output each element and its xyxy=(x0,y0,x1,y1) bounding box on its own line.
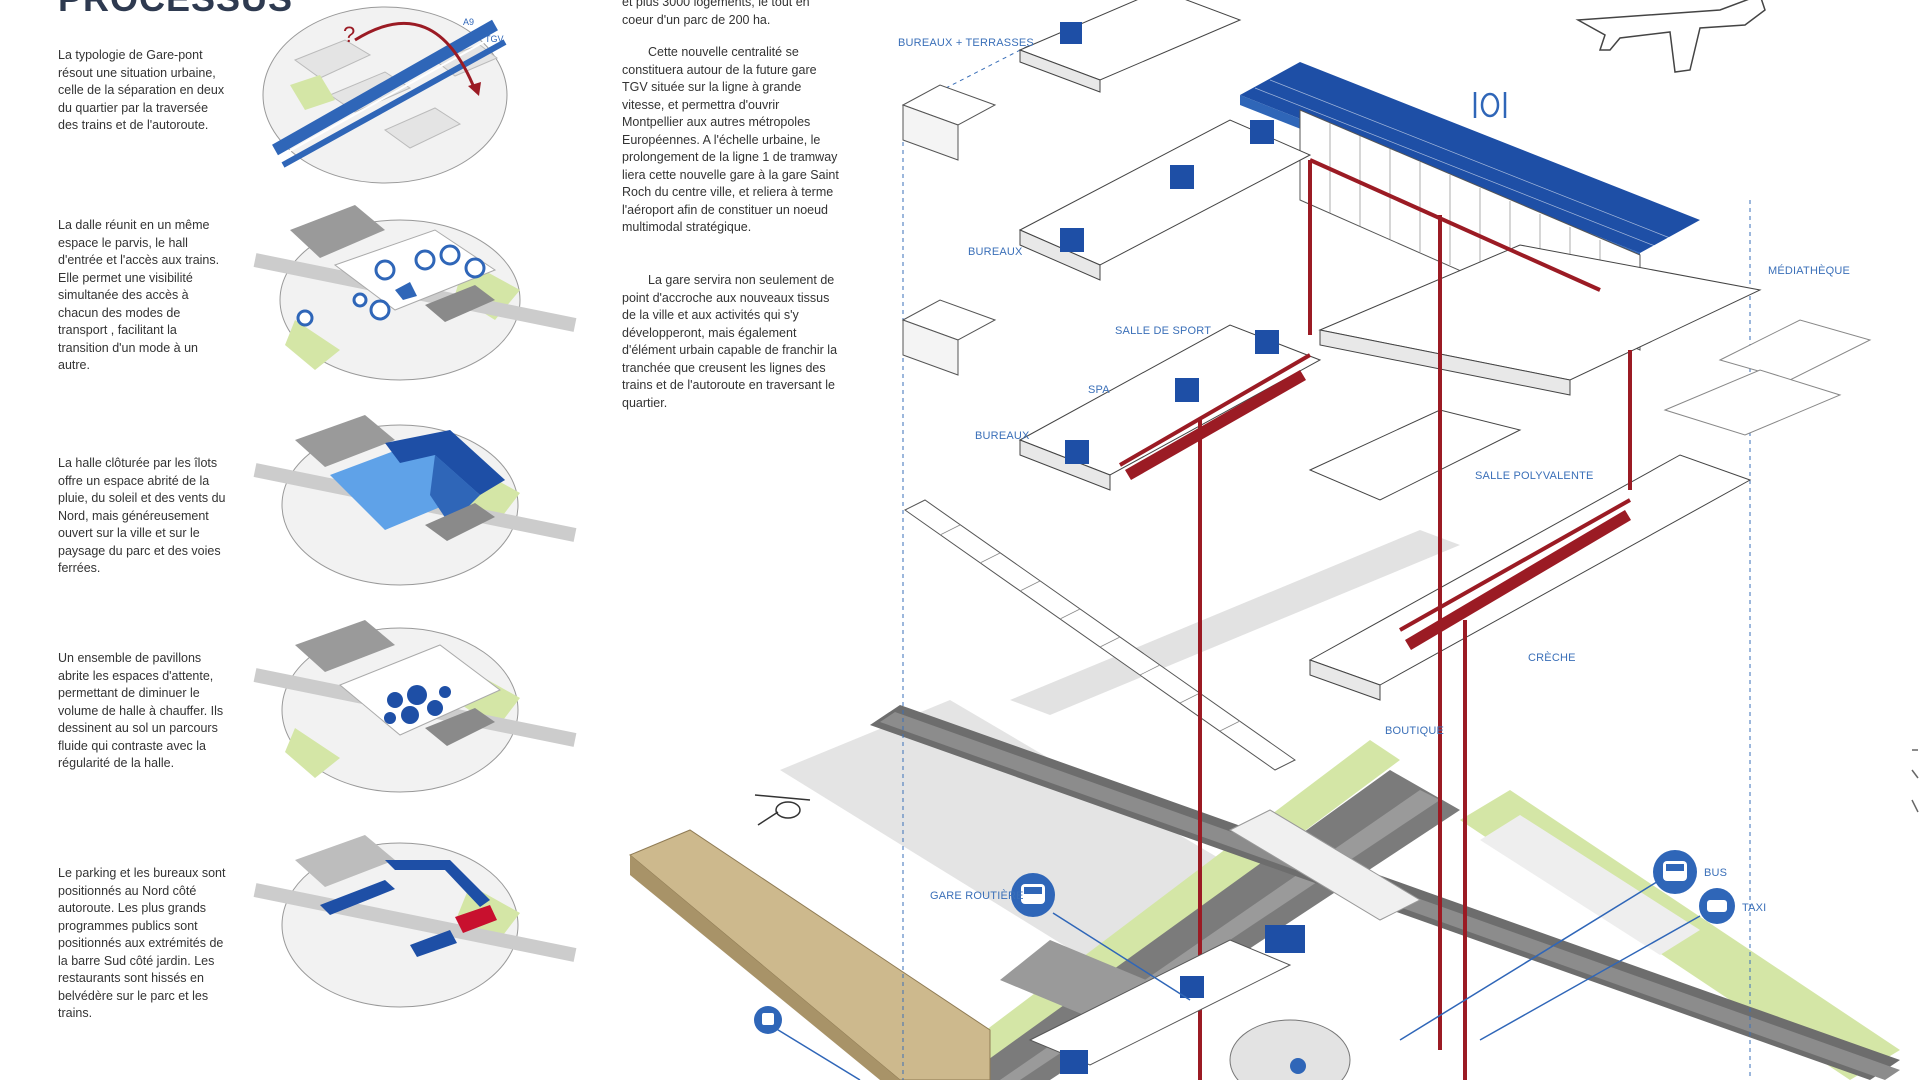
middle-paragraph-1: et plus 3000 logements, le tout en coeur… xyxy=(622,0,810,27)
label-spa: SPA xyxy=(1088,384,1110,396)
label-gare-routiere: GARE ROUTIÈRE xyxy=(930,890,1024,902)
label-creche: CRÈCHE xyxy=(1528,652,1576,664)
label-salle-polyvalente: SALLE POLYVALENTE xyxy=(1475,470,1594,482)
label-mediatheque: MÉDIATHÈQUE xyxy=(1768,265,1851,277)
label-bureaux-low: BUREAUX xyxy=(975,430,1030,442)
step-2-diagram xyxy=(253,205,577,381)
tgv-label: TGV xyxy=(485,34,504,44)
step-1-text: La typologie de Gare-pont résout une sit… xyxy=(58,48,225,132)
label-salle-de-sport: SALLE DE SPORT xyxy=(1115,325,1212,337)
a9-label: A9 xyxy=(463,17,474,27)
page-heading: PROCESSUS xyxy=(58,0,293,20)
step-2-text: La dalle réunit en un même espace le par… xyxy=(58,218,220,372)
step-5-text: Le parking et les bureaux sont positionn… xyxy=(58,866,226,1020)
helicopter-icon xyxy=(754,794,811,826)
taxi-icon xyxy=(1699,888,1735,924)
tram-icon xyxy=(754,1006,782,1034)
bus-icon xyxy=(1011,873,1055,917)
airplane-icon xyxy=(1575,0,1766,73)
step-4-text: Un ensemble de pavillons abrite les espa… xyxy=(58,651,224,770)
step-3-text: La halle clôturée par les îlots offre un… xyxy=(58,456,226,575)
label-bureaux-top: BUREAUX xyxy=(968,246,1023,258)
label-bus: BUS xyxy=(1704,867,1728,879)
restaurant-icon xyxy=(1473,92,1507,118)
label-boutique: BOUTIQUE xyxy=(1385,725,1445,737)
step-5-diagram xyxy=(253,835,577,1008)
question-mark-icon: ? xyxy=(343,22,355,47)
middle-paragraph-2: Cette nouvelle centralité se constituera… xyxy=(622,45,839,234)
step-3-diagram xyxy=(253,415,577,586)
middle-paragraph-3: La gare servira non seulement de point d… xyxy=(622,273,838,410)
step-1-diagram: ? A9 TGV xyxy=(262,6,508,184)
step-4-diagram xyxy=(253,620,577,793)
label-bureaux-terrasses: BUREAUX + TERRASSES xyxy=(898,37,1034,49)
bus-icon xyxy=(1653,850,1697,894)
label-taxi: TAXI xyxy=(1742,902,1767,914)
